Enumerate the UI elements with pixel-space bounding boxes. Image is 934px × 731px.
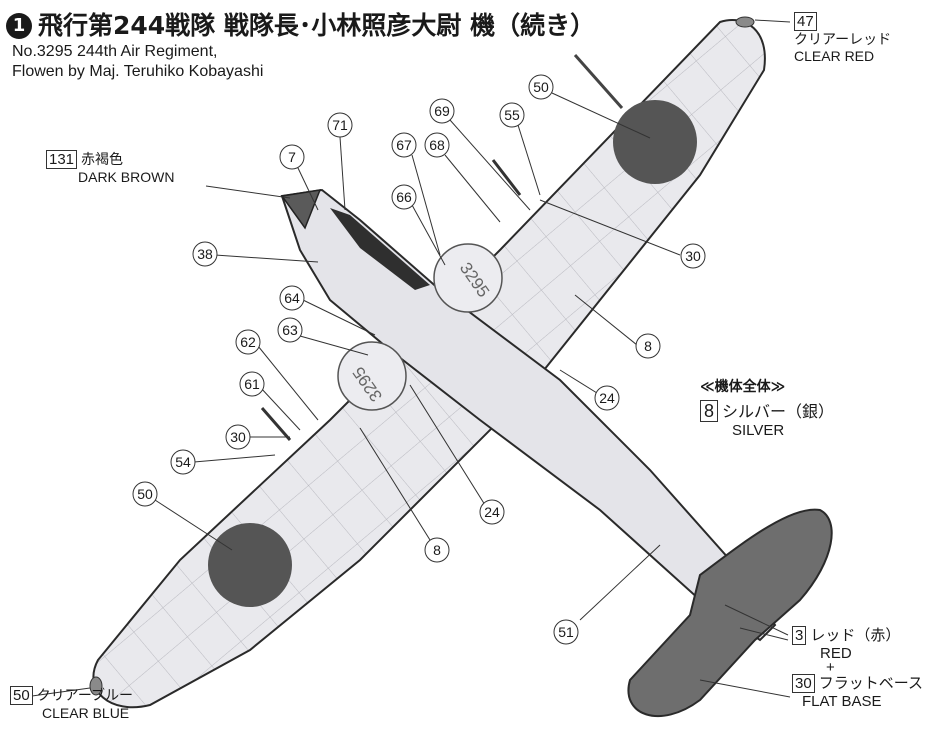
svg-text:50: 50 — [137, 486, 153, 502]
color-number-3: 3 — [792, 626, 807, 645]
callout-63: 63 — [277, 317, 303, 343]
svg-text:8: 8 — [433, 542, 441, 558]
nose-dark-panel — [330, 208, 430, 290]
callout-7: 7 — [279, 144, 305, 170]
color-number-30: 30 — [792, 674, 815, 693]
svg-text:30: 30 — [230, 429, 246, 445]
svg-text:67: 67 — [396, 137, 412, 153]
svg-text:8: 8 — [644, 338, 652, 354]
svg-text:69: 69 — [434, 103, 450, 119]
callout-24-left: 24 — [479, 499, 505, 525]
plus-sign: + — [826, 659, 835, 676]
svg-text:68: 68 — [429, 137, 445, 153]
dark-brown-jp: 赤褐色 — [81, 151, 124, 167]
wingtip-light-red — [735, 16, 755, 28]
svg-text:24: 24 — [599, 390, 615, 406]
svg-text:64: 64 — [284, 290, 300, 306]
subtitle-line-1: No.3295 244th Air Regiment, — [12, 43, 218, 60]
label-clear-red: 47 クリアーレッド CLEAR RED — [794, 12, 891, 65]
color-number-8: 8 — [700, 400, 719, 422]
svg-text:71: 71 — [332, 117, 348, 133]
svg-text:54: 54 — [175, 454, 191, 470]
callout-61: 61 — [239, 371, 265, 397]
svg-text:24: 24 — [484, 504, 500, 520]
horizontal-tailplane — [627, 508, 833, 717]
title-text: 飛行第244戦隊 戦隊長･小林照彦大尉 機（続き） — [38, 11, 596, 40]
wingtip-light-blue — [89, 676, 103, 696]
color-number-47: 47 — [794, 12, 817, 31]
svg-text:50: 50 — [533, 79, 549, 95]
red-jp: レッド（赤） — [810, 627, 901, 644]
svg-text:55: 55 — [504, 107, 520, 123]
callout-67: 67 — [391, 132, 417, 158]
gun-barrel-left — [260, 407, 292, 441]
gun-barrel-right — [491, 159, 522, 196]
spinner-cone — [280, 189, 322, 230]
clear-blue-jp: クリアーブルー — [36, 687, 134, 703]
svg-text:63: 63 — [282, 322, 298, 338]
svg-text:66: 66 — [396, 189, 412, 205]
subtitle-line-2: Flowen by Maj. Teruhiko Kobayashi — [12, 63, 264, 80]
callout-24-right: 24 — [594, 385, 620, 411]
gear-well-right — [433, 243, 503, 313]
silver-jp: シルバー（銀） — [722, 404, 835, 421]
pitot-tube — [573, 54, 624, 109]
callout-51: 51 — [553, 619, 579, 645]
clear-red-jp: クリアーレッド — [794, 31, 892, 47]
gear-well-left — [337, 341, 407, 411]
hinomaru-right-wing — [613, 100, 697, 184]
callout-68: 68 — [424, 132, 450, 158]
svg-text:51: 51 — [558, 624, 574, 640]
color-number-50: 50 — [10, 686, 33, 705]
callout-71: 71 — [327, 112, 353, 138]
clear-red-en: CLEAR RED — [794, 48, 875, 64]
flat-base-en: FLAT BASE — [802, 693, 882, 710]
svg-text:61: 61 — [244, 376, 260, 392]
clear-blue-en: CLEAR BLUE — [42, 705, 130, 721]
callout-62: 62 — [235, 329, 261, 355]
callout-circles: 71 7 67 68 69 55 50 66 30 38 64 63 8 24 … — [132, 74, 706, 645]
flat-base-jp: フラットベース — [818, 675, 923, 692]
subtitle: No.3295 244th Air Regiment, Flowen by Ma… — [12, 42, 263, 82]
hinomaru-left-wing — [208, 523, 292, 607]
callout-54: 54 — [170, 449, 196, 475]
svg-text:30: 30 — [685, 248, 701, 264]
silver-en: SILVER — [732, 422, 785, 439]
fuselage — [280, 188, 777, 642]
callout-30-right: 30 — [680, 243, 706, 269]
callout-64: 64 — [279, 285, 305, 311]
callout-55: 55 — [499, 102, 525, 128]
callout-30-left: 30 — [225, 424, 251, 450]
svg-text:62: 62 — [240, 334, 256, 350]
leader-lines — [31, 19, 791, 698]
callout-69: 69 — [429, 98, 455, 124]
svg-text:38: 38 — [197, 246, 213, 262]
dark-brown-en: DARK BROWN — [78, 169, 175, 185]
step-number-badge: 1 — [6, 13, 32, 39]
callout-66: 66 — [391, 184, 417, 210]
callout-8-right: 8 — [635, 333, 661, 359]
callout-50-right: 50 — [528, 74, 554, 100]
overall-heading: ≪機体全体≫ — [700, 379, 786, 395]
callout-38: 38 — [192, 241, 218, 267]
callout-8-left: 8 — [424, 537, 450, 563]
svg-text:7: 7 — [288, 149, 296, 165]
color-number-131: 131 — [46, 150, 78, 169]
callout-50-left: 50 — [132, 481, 158, 507]
red-en: RED — [820, 645, 852, 662]
